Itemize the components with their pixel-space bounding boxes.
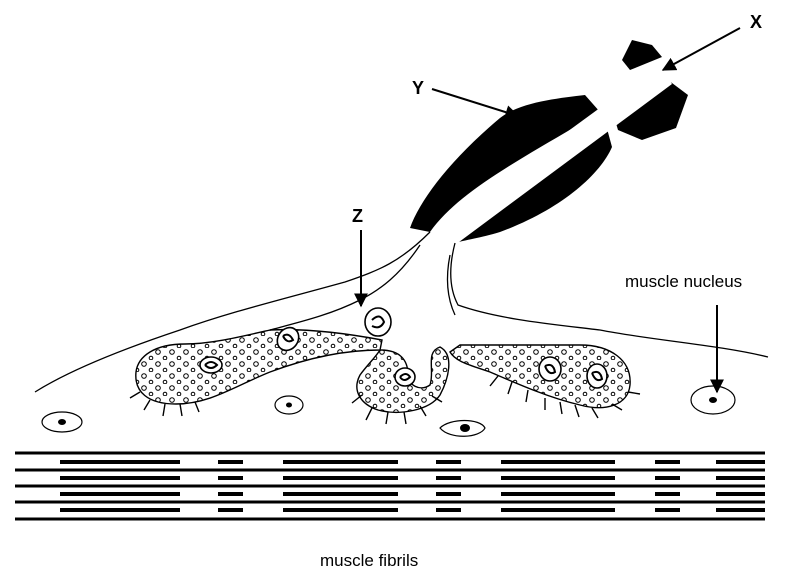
label-z: Z — [352, 206, 363, 226]
arrow-x — [663, 28, 740, 70]
label-x: X — [750, 12, 762, 32]
muscle-nucleus-cell — [691, 386, 735, 414]
muscle-nucleus-cell — [440, 421, 485, 437]
myelin-sheath — [410, 40, 688, 243]
label-muscle-nucleus: muscle nucleus — [625, 272, 742, 291]
label-muscle-fibrils: muscle fibrils — [320, 551, 418, 570]
myelin-segment-upper-left — [622, 40, 662, 70]
muscle-nucleus-cell — [42, 412, 82, 432]
arrow-y — [432, 89, 518, 116]
muscle-fibrils — [15, 453, 765, 519]
muscle-nucleus-cell — [275, 396, 303, 414]
terminal-bulb-left — [136, 330, 382, 404]
label-y: Y — [412, 78, 424, 98]
